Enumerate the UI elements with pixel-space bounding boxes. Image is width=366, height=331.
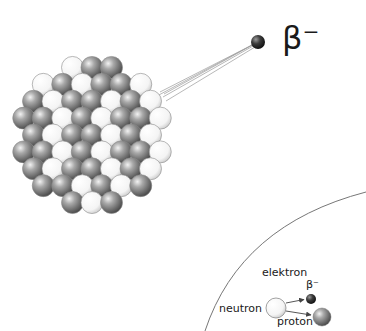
beta-particle xyxy=(251,35,265,49)
particle-label: β⁻ xyxy=(306,279,319,292)
particle-trail xyxy=(157,43,256,101)
neutron-sphere xyxy=(81,192,103,214)
proton-sphere xyxy=(101,192,123,214)
proton-circle xyxy=(313,308,331,326)
part-label: proton xyxy=(277,316,313,329)
neutron-circle xyxy=(266,298,286,318)
part-label: elektron xyxy=(262,267,307,280)
proton-sphere xyxy=(32,175,54,197)
decay-arrow xyxy=(286,300,304,304)
proton-sphere xyxy=(130,175,152,197)
particle-label: β⁻ xyxy=(282,20,319,57)
part-label: neutron xyxy=(219,303,262,316)
inset-border xyxy=(205,192,366,331)
proton-sphere xyxy=(62,192,84,214)
electron-circle xyxy=(306,294,316,304)
nucleus xyxy=(13,56,172,213)
decay-arrow xyxy=(286,311,311,315)
